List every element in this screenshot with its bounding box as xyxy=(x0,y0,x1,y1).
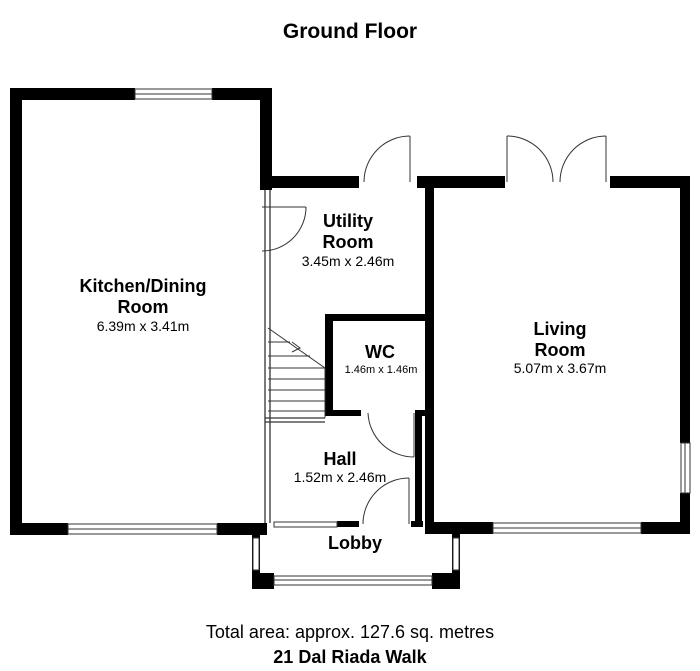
total-area: Total area: approx. 127.6 sq. metres xyxy=(205,622,495,642)
kitchen-wall-right-upper xyxy=(260,88,272,190)
wc-name: WC xyxy=(365,342,395,362)
living-wall-bottom-right xyxy=(641,522,690,534)
living-wall-bottom-left xyxy=(425,522,493,534)
kitchen-wall-bottom-left xyxy=(10,523,68,535)
hall-wall-bottom-right xyxy=(411,521,423,527)
hall-dimensions: 1.52m x 2.46m xyxy=(293,469,387,485)
hall-name: Hall xyxy=(323,449,357,469)
living-wall-left xyxy=(425,176,434,534)
windows xyxy=(67,88,691,586)
wc-dimensions: 1.46m x 1.46m xyxy=(344,364,418,376)
living-wall-top-right xyxy=(610,176,690,188)
kitchen-wall-top-right xyxy=(212,88,272,100)
wc-wall-bottom-left xyxy=(325,410,361,416)
living-wall-top-left xyxy=(425,176,505,188)
walls xyxy=(10,88,690,589)
utility-dimensions: 3.45m x 2.46m xyxy=(301,253,395,269)
kitchen-wall-left xyxy=(10,88,22,535)
living-name-line2: Room xyxy=(534,340,586,360)
floor-title: Ground Floor xyxy=(282,20,418,43)
wc-wall-top xyxy=(325,314,430,321)
stairs xyxy=(267,327,326,418)
wc-wall-bottom-right xyxy=(418,410,430,416)
lobby-window-right xyxy=(452,537,460,571)
living-wall-right-lower xyxy=(680,493,690,534)
living-wall-right-upper xyxy=(680,176,690,443)
lobby-window-left xyxy=(252,537,260,571)
living-dimensions: 5.07m x 3.67m xyxy=(513,360,607,376)
lobby-name: Lobby xyxy=(328,533,382,553)
utility-name-line2: Room xyxy=(322,232,374,252)
living-name-line1: Living xyxy=(533,319,587,339)
utility-name-line1: Utility xyxy=(322,211,374,231)
doors xyxy=(261,135,607,525)
utility-wall-top-left xyxy=(260,176,359,188)
hall-wall-bottom-left xyxy=(337,521,359,527)
kitchen-name-line1: Kitchen/Dining xyxy=(79,276,207,296)
kitchen-dimensions: 6.39m x 3.41m xyxy=(96,318,190,334)
hall-wall-right xyxy=(415,410,422,522)
kitchen-name-line2: Room xyxy=(117,297,169,317)
property-address: 21 Dal Riada Walk xyxy=(273,647,427,667)
wc-wall-left xyxy=(325,314,333,416)
lobby-window-top xyxy=(273,521,338,528)
kitchen-wall-top-left xyxy=(10,88,135,100)
